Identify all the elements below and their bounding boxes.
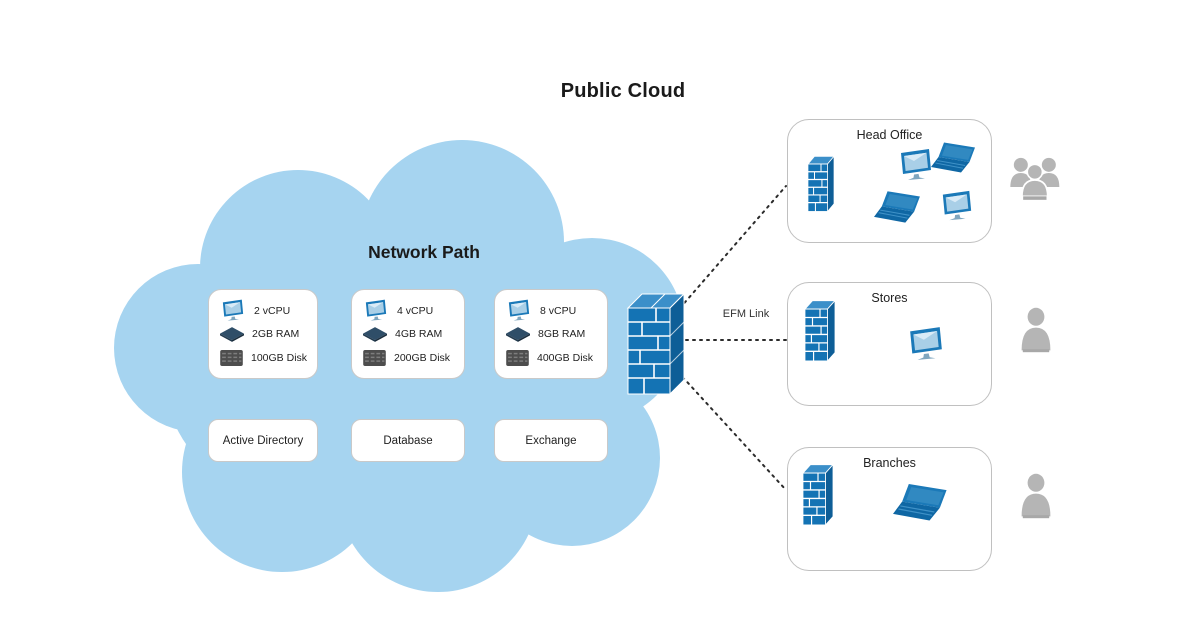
- hard-disk-icon: [220, 349, 243, 366]
- vm-ram-row: 4GB RAM: [363, 323, 458, 346]
- monitor-icon: [910, 327, 942, 360]
- site-box-head-office: Head Office: [787, 119, 992, 243]
- user-group-icon: [1010, 157, 1060, 200]
- vm-cpu-row: 2 vCPU: [220, 299, 311, 322]
- service-box-active-directory: Active Directory: [208, 419, 318, 462]
- hard-disk-icon: [506, 349, 529, 366]
- vm-ram-label: 8GB RAM: [538, 328, 586, 340]
- connection-lines: [677, 185, 787, 491]
- memory-chip-icon: [363, 326, 387, 342]
- vm-disk-row: 400GB Disk: [506, 346, 601, 369]
- page-title: Public Cloud: [560, 80, 686, 102]
- vm-cpu-label: 4 vCPU: [397, 304, 434, 317]
- vm-ram-row: 2GB RAM: [220, 323, 311, 346]
- vm-spec-box-3: 8 vCPU 8GB RAM 400GB Disk: [494, 289, 608, 379]
- vm-cpu-label: 8 vCPU: [540, 304, 577, 317]
- laptop-icon: [874, 191, 920, 223]
- firewall-icon: [805, 299, 835, 363]
- vm-disk-label: 200GB Disk: [394, 351, 451, 364]
- site-box-branches: Branches: [787, 447, 992, 571]
- service-label: Exchange: [525, 434, 577, 447]
- vm-disk-row: 200GB Disk: [363, 346, 458, 369]
- connection-head-office: [679, 185, 787, 309]
- monitor-icon: [942, 190, 972, 221]
- firewall-icon: [626, 292, 686, 396]
- memory-chip-icon: [220, 326, 244, 342]
- vm-ram-row: 8GB RAM: [506, 323, 601, 346]
- firewall-icon: [803, 463, 833, 527]
- vm-disk-label: 100GB Disk: [251, 351, 308, 364]
- connection-branches: [677, 371, 787, 491]
- vm-spec-box-1: 2 vCPU 2GB RAM 100GB Disk: [208, 289, 318, 379]
- service-label: Active Directory: [222, 434, 304, 447]
- monitor-icon: [222, 299, 244, 321]
- site-label: Branches: [863, 456, 916, 470]
- monitor-icon: [365, 299, 387, 321]
- vm-disk-row: 100GB Disk: [220, 346, 311, 369]
- firewall-icon: [808, 155, 834, 213]
- cloud-title: Network Path: [368, 242, 480, 262]
- service-label: Database: [383, 434, 433, 447]
- user-icon: [1021, 473, 1051, 519]
- user-icon: [1021, 307, 1051, 353]
- site-box-stores: Stores: [787, 282, 992, 406]
- monitor-icon: [508, 299, 530, 321]
- laptop-icon: [931, 142, 975, 173]
- vm-ram-label: 4GB RAM: [395, 328, 443, 340]
- site-label: Stores: [871, 291, 908, 305]
- vm-spec-box-2: 4 vCPU 4GB RAM 200GB Disk: [351, 289, 465, 379]
- laptop-icon: [893, 484, 947, 521]
- service-box-database: Database: [351, 419, 465, 462]
- efm-link-label: EFM Link: [722, 308, 770, 320]
- vm-cpu-label: 2 vCPU: [254, 304, 291, 317]
- vm-cpu-row: 4 vCPU: [363, 299, 458, 322]
- vm-ram-label: 2GB RAM: [252, 328, 300, 340]
- hard-disk-icon: [363, 349, 386, 366]
- monitor-icon: [901, 149, 931, 180]
- service-box-exchange: Exchange: [494, 419, 608, 462]
- site-label: Head Office: [856, 128, 923, 142]
- vm-cpu-row: 8 vCPU: [506, 299, 601, 322]
- memory-chip-icon: [506, 326, 530, 342]
- vm-disk-label: 400GB Disk: [537, 351, 594, 364]
